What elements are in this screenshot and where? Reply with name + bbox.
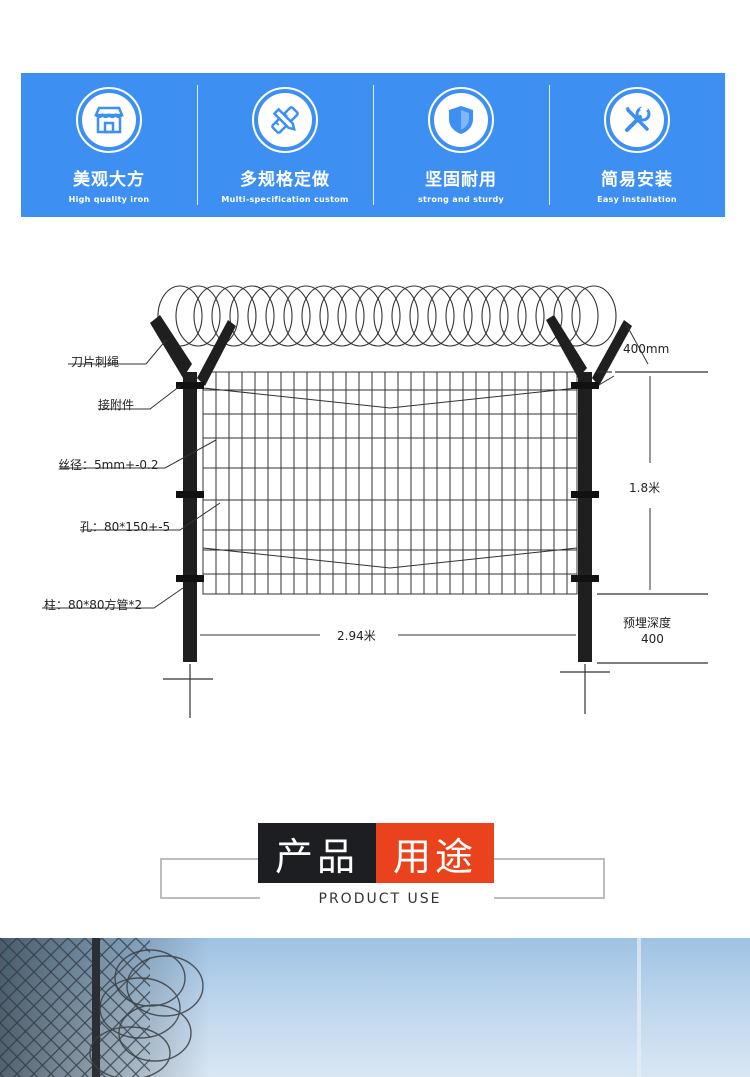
product-use-photo (0, 938, 750, 1077)
feature-title: 美观大方 (73, 170, 145, 190)
label-wire-diameter: 丝径：5mm+-0.2 (58, 458, 159, 472)
label-mesh-hole: 孔：80*150+-5 (80, 520, 171, 534)
feature-title: 简易安装 (601, 170, 673, 190)
shield-icon (449, 106, 473, 134)
feature-subtitle: Multi-specification custom (221, 195, 349, 204)
feature-icon-ring (76, 87, 142, 153)
dimension-height: 1.8米 (629, 481, 661, 495)
left-post (150, 315, 236, 662)
dimension-embed-value: 400 (641, 632, 664, 646)
label-connector: 接附件 (98, 398, 135, 412)
section-title-right: 用途 (376, 823, 494, 883)
feature-item-custom: 多规格定做 Multi-specification custom (197, 73, 373, 217)
feature-icon-ring (428, 87, 494, 153)
feature-title: 多规格定做 (240, 170, 330, 190)
wrench-screwdriver-icon (625, 104, 651, 132)
feature-title: 坚固耐用 (425, 170, 497, 190)
feature-item-sturdy: 坚固耐用 strong and sturdy (373, 73, 549, 217)
section-subtitle: PRODUCT USE (318, 891, 442, 907)
label-blade-wire: 刀片刺绳 (71, 355, 120, 369)
feature-icon-ring (604, 87, 670, 153)
dimension-top: 400mm (623, 342, 670, 356)
pencil-ruler-icon (271, 106, 299, 134)
feature-subtitle: High quality iron (68, 195, 150, 204)
label-post: 柱：80*80方管*2 (44, 598, 143, 612)
razor-wire-coil (157, 285, 617, 347)
section-title-left: 产品 (258, 823, 376, 883)
mesh-panel (202, 371, 578, 595)
section-frame-left (160, 858, 260, 899)
dimension-embed-label: 预埋深度 (623, 616, 672, 630)
right-post (546, 315, 632, 662)
shop-icon (94, 106, 124, 134)
feature-banner: 美观大方 High quality iron 多规格定做 M (21, 73, 725, 217)
feature-icon-ring (252, 87, 318, 153)
feature-subtitle: Easy installation (597, 195, 677, 204)
feature-item-install: 简易安装 Easy installation (549, 73, 725, 217)
fence-drawing (42, 285, 708, 718)
section-frame-right (494, 858, 605, 899)
feature-item-beautiful: 美观大方 High quality iron (21, 73, 197, 217)
dimension-width: 2.94米 (337, 629, 376, 643)
feature-subtitle: strong and sturdy (417, 195, 505, 204)
fence-diagram: 刀片刺绳 接附件 丝径：5mm+-0.2 孔：80*150+-5 柱：80*80… (0, 268, 750, 728)
